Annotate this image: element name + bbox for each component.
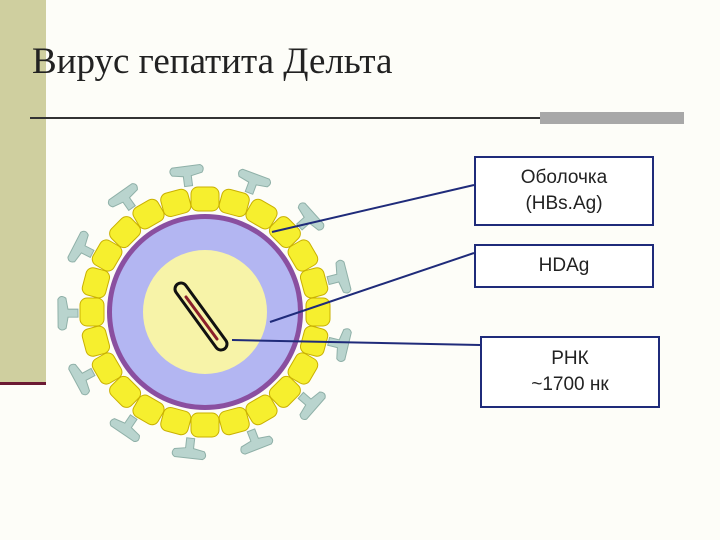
envelope-protein-lobe: [287, 352, 319, 385]
envelope-protein-lobe: [109, 375, 142, 408]
envelope-protein-lobe: [109, 216, 142, 249]
envelope-protein-lobe: [305, 297, 331, 327]
left-accent-line: [0, 382, 46, 385]
envelope-protein-lobe: [190, 186, 220, 212]
glycoprotein-spike: [57, 295, 79, 331]
glycoprotein-spike: [67, 230, 95, 263]
glycoprotein-spike: [297, 391, 326, 420]
hdag-pointer-line: [269, 252, 475, 323]
glycoprotein-spike: [238, 168, 272, 195]
slide-title: Вирус гепатита Дельта: [32, 41, 393, 82]
envelope-protein-lobe: [81, 325, 111, 357]
title-rule: [30, 117, 540, 119]
envelope-protein-lobe: [245, 394, 278, 426]
envelope-label: Оболочка (HBs.Ag): [520, 167, 608, 214]
envelope-protein-lobe: [268, 216, 301, 249]
glycoprotein-spike: [327, 328, 352, 363]
envelope-protein-lobe: [79, 297, 105, 327]
rna-pointer-line: [231, 339, 481, 346]
rna-genome: [173, 281, 229, 352]
envelope-pointer-line: [271, 184, 475, 233]
envelope-protein-lobe: [218, 188, 250, 218]
glycoprotein-spike: [326, 259, 352, 294]
glycoprotein-spike: [68, 363, 96, 396]
glycoprotein-spike: [171, 437, 207, 461]
glycoprotein-spike: [296, 202, 325, 231]
glycoprotein-spike: [169, 163, 204, 188]
envelope-protein-lobe: [190, 412, 220, 438]
glycoprotein-spike: [109, 414, 140, 443]
glycoprotein-spikes: [57, 163, 352, 461]
rna-label-box: РНК ~1700 нк: [480, 336, 660, 408]
envelope-protein-lobe: [160, 188, 192, 218]
envelope-protein-lobe: [245, 198, 278, 230]
envelope-protein-lobe: [268, 375, 301, 408]
envelope-protein-lobe: [218, 406, 250, 436]
hdag-label: HDAg: [538, 255, 590, 277]
envelope-protein-lobe: [160, 406, 192, 436]
left-decor-bar: [0, 0, 46, 384]
envelope-protein-lobe: [132, 198, 165, 230]
hdag-label-box: HDAg: [474, 244, 654, 288]
envelope-protein-lobe: [299, 267, 329, 299]
envelope-protein-lobe: [91, 239, 123, 272]
title-rule-accent: [540, 112, 684, 124]
glycoprotein-spike: [107, 183, 138, 212]
envelope-protein-lobe: [132, 394, 165, 426]
envelope-protein-lobe: [81, 267, 111, 299]
glycoprotein-spike: [240, 428, 274, 455]
envelope-label-box: Оболочка (HBs.Ag): [474, 156, 654, 226]
envelope-protein-lobe: [91, 352, 123, 385]
envelope-protein-lobe: [287, 239, 319, 272]
rna-label: РНК ~1700 нк: [531, 348, 609, 395]
